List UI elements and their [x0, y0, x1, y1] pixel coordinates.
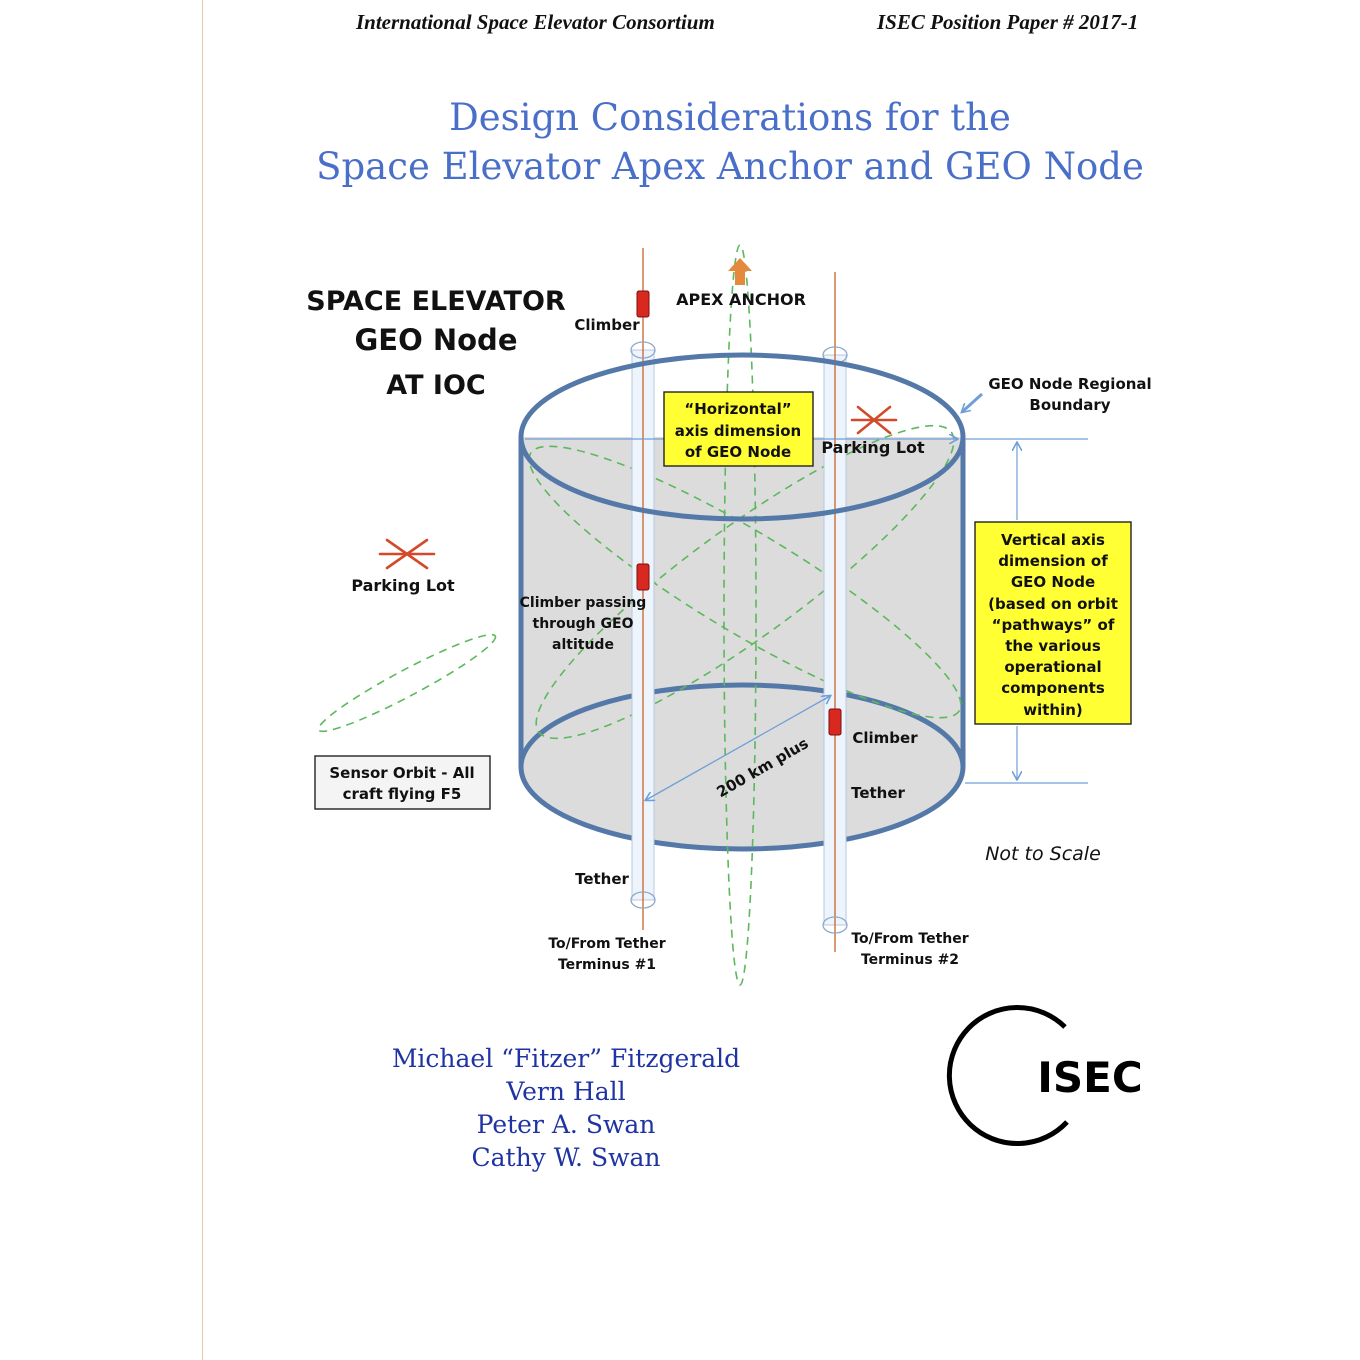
cylinder-bottom-ellipse	[518, 682, 966, 852]
label-tether-left: Tether	[575, 870, 629, 888]
vertical-box-line-2: dimension of	[998, 552, 1108, 570]
vertical-box-line-7: operational	[1004, 658, 1101, 676]
author-2: Vern Hall	[506, 1077, 626, 1106]
label-geo-boundary-line-2: Boundary	[1029, 396, 1110, 414]
label-geo-boundary-line-1: GEO Node Regional	[988, 375, 1151, 393]
author-4: Cathy W. Swan	[471, 1143, 661, 1172]
document-title-line-1: Design Considerations for the	[449, 96, 1011, 139]
climber-passing-line-1: Climber passing	[520, 595, 647, 611]
author-1: Michael “Fitzer” Fitzgerald	[391, 1044, 741, 1073]
vertical-box-line-6: the various	[1005, 637, 1101, 655]
diagram-heading-line-3: AT IOC	[386, 370, 485, 401]
apex-orbit-loop	[723, 244, 757, 986]
sensor-orbit-box	[314, 755, 491, 810]
parking-lot-inner-icon	[850, 405, 898, 435]
parking-lot-outer-icon	[378, 538, 436, 570]
label-parking-lot-outer: Parking Lot	[351, 576, 455, 595]
document-title-line-2: Space Elevator Apex Anchor and GEO Node	[316, 145, 1144, 188]
isec-logo-text: ISEC	[1037, 1053, 1142, 1102]
horizontal-axis-box	[663, 391, 814, 467]
label-climber-right: Climber	[852, 729, 918, 747]
header-organization: International Space Elevator Consortium	[356, 10, 715, 34]
terminus-2-line-1: To/From Tether	[851, 931, 968, 947]
vertical-axis-box	[974, 521, 1132, 725]
sensor-orbit-line-1: Sensor Orbit - All	[329, 764, 474, 782]
isec-logo: ISEC	[946, 1005, 1143, 1147]
isec-logo-arc-icon	[946, 1005, 1069, 1147]
terminus-1-line-1: To/From Tether	[548, 936, 665, 952]
label-not-to-scale: Not to Scale	[985, 843, 1101, 865]
tether-2	[822, 272, 848, 952]
vertical-box-line-3: GEO Node	[1011, 573, 1095, 591]
vertical-box-line-8: components	[1001, 679, 1105, 697]
cylinder-top-ellipse	[518, 352, 966, 522]
horizontal-box-line-3: of GEO Node	[685, 443, 791, 461]
vertical-dimension	[965, 438, 1088, 784]
label-parking-lot-inner: Parking Lot	[821, 438, 925, 457]
author-3: Peter A. Swan	[476, 1110, 656, 1139]
terminus-1-line-2: Terminus #1	[558, 957, 656, 973]
diagram-heading-line-2: GEO Node	[355, 323, 518, 357]
apex-arrow-icon	[728, 258, 752, 285]
diagram-heading-line-1: SPACE ELEVATOR	[306, 286, 566, 317]
label-tether-right: Tether	[851, 784, 905, 802]
vertical-box-line-4: (based on orbit	[988, 595, 1118, 613]
horizontal-box-line-1: “Horizontal”	[684, 400, 791, 418]
inclined-orbit-1	[535, 424, 955, 740]
header-paper-number: ISEC Position Paper # 2017-1	[877, 10, 1139, 34]
orbit-pathways	[317, 244, 962, 986]
vertical-box-line-5: “pathways” of	[992, 616, 1115, 634]
page-left-rule	[202, 0, 203, 1360]
distance-arrow	[646, 695, 831, 800]
boundary-arrow	[962, 392, 984, 412]
terminus-2-line-2: Terminus #2	[861, 952, 959, 968]
climber-top-icon	[636, 290, 650, 318]
sensor-orbit-line-2: craft flying F5	[343, 785, 462, 803]
climber-passing-line-3: altitude	[552, 637, 614, 653]
label-climber-top: Climber	[574, 316, 640, 334]
horizontal-box-line-2: axis dimension	[675, 422, 802, 440]
climber-right-icon	[828, 708, 842, 736]
climber-geo-icon	[636, 563, 650, 591]
climber-passing-line-2: through GEO	[533, 616, 634, 632]
vertical-box-line-1: Vertical axis	[1001, 531, 1105, 549]
sensor-orbit	[317, 633, 497, 733]
label-apex-anchor: APEX ANCHOR	[676, 290, 806, 309]
inclined-orbit-2	[528, 445, 962, 719]
vertical-box-line-9: within)	[1023, 701, 1083, 719]
